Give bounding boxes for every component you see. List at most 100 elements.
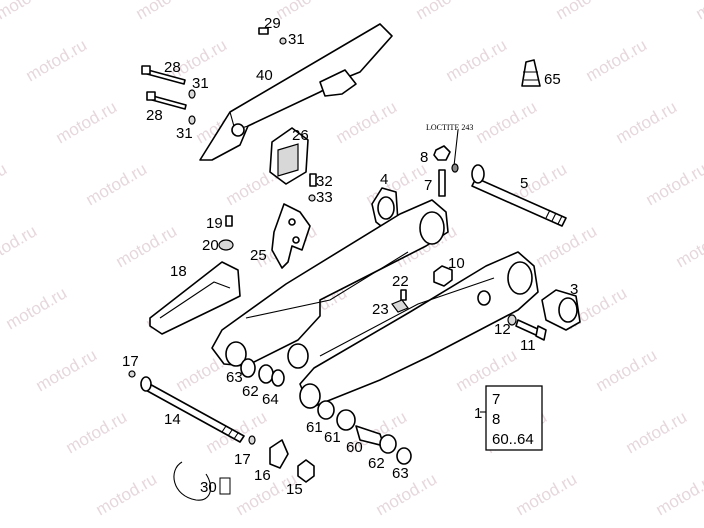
watermark-text: motod.ru (593, 345, 661, 395)
screw-28-upper (141, 65, 186, 85)
chain-guard (199, 23, 393, 161)
loctite-drop (451, 163, 459, 173)
watermark-text: motod.ru (3, 283, 71, 333)
pivot-axle-14 (140, 376, 245, 443)
callout-30-box (219, 477, 231, 495)
washer-20 (218, 239, 234, 251)
bushing-63-left (240, 358, 256, 378)
watermark-text: motod.ru (53, 97, 121, 147)
watermark-text: motod.ru (0, 0, 60, 23)
watermark-text: motod.ru (693, 0, 704, 23)
callout-17-b: 17 (234, 451, 251, 468)
bushing-61-b (336, 409, 356, 431)
watermark-text: motod.ru (133, 0, 201, 23)
callout-3: 3 (570, 281, 578, 298)
watermark-text: motod.ru (0, 159, 10, 209)
watermark-text: motod.ru (0, 221, 40, 271)
watermark-text: motod.ru (653, 469, 704, 519)
watermark-text: motod.ru (413, 0, 481, 23)
watermark-text: motod.ru (273, 0, 341, 23)
watermark-text: motod.ru (333, 97, 401, 147)
kit-item-2: 8 (492, 411, 500, 428)
washer-33 (308, 194, 316, 202)
stud-7 (438, 169, 446, 197)
callout-23: 23 (372, 301, 389, 318)
callout-32: 32 (316, 173, 333, 190)
callout-61-b: 61 (324, 429, 341, 446)
clip-23 (391, 299, 409, 313)
loctite-note: LOCTITE 243 (426, 123, 473, 132)
kit-item-1: 7 (492, 391, 500, 408)
grease-nipple-17a (128, 370, 136, 378)
watermark-text: motod.ru (533, 221, 601, 271)
ring-12 (507, 314, 517, 326)
watermark-text: motod.ru (553, 0, 621, 23)
watermark-text: motod.ru (623, 407, 691, 457)
grease-nipple-17b (248, 435, 256, 445)
callout-19: 19 (206, 215, 223, 232)
watermark-text: motod.ru (673, 221, 704, 271)
callout-25: 25 (250, 247, 267, 264)
callout-31-c: 31 (176, 125, 193, 142)
bracket-25 (271, 203, 311, 269)
callout-63-b: 63 (392, 465, 409, 482)
bolt-11 (515, 319, 547, 341)
kit-box (485, 385, 543, 451)
swingarm (211, 199, 539, 409)
bushing-63-right (396, 447, 412, 465)
watermark-text: motod.ru (443, 35, 511, 85)
callout-8: 8 (420, 149, 428, 166)
washer-31-b (188, 89, 196, 99)
screw-29 (258, 27, 269, 35)
watermark-text: motod.ru (33, 345, 101, 395)
callout-30: 30 (200, 479, 217, 496)
watermark-text: motod.ru (93, 469, 161, 519)
watermark-text: motod.ru (513, 469, 581, 519)
chain-slider-block (269, 127, 309, 185)
washer-31-a (279, 37, 287, 45)
callout-60: 60 (346, 439, 363, 456)
bushing-62-left (258, 364, 274, 384)
callout-62-a: 62 (242, 383, 259, 400)
callout-31-b: 31 (192, 75, 209, 92)
callout-33: 33 (316, 189, 333, 206)
watermark-text: motod.ru (473, 97, 541, 147)
watermark-text: motod.ru (83, 159, 151, 209)
loctite-leader (453, 129, 459, 167)
callout-7: 7 (424, 177, 432, 194)
swingarm-axle (471, 164, 567, 227)
callout-16: 16 (254, 467, 271, 484)
callout-40: 40 (256, 67, 273, 84)
callout-18: 18 (170, 263, 187, 280)
callout-12: 12 (494, 321, 511, 338)
washer-31-c (188, 115, 196, 125)
kit-label: 1 (474, 405, 482, 422)
bearing-3 (541, 289, 581, 331)
bolt-22 (400, 289, 407, 301)
callout-28-a: 28 (164, 59, 181, 76)
screw-19 (225, 215, 233, 227)
plate-16 (269, 439, 289, 469)
callout-17-a: 17 (122, 353, 139, 370)
nut-15 (297, 459, 315, 483)
watermark-text: motod.ru (613, 97, 681, 147)
callout-11: 11 (520, 337, 536, 354)
chain-slider-18 (149, 261, 241, 335)
callout-15: 15 (286, 481, 303, 498)
bushing-61-a (317, 400, 335, 420)
callout-62-b: 62 (368, 455, 385, 472)
bolt-32 (309, 173, 317, 187)
watermark-text: motod.ru (23, 35, 91, 85)
nut-8 (433, 145, 451, 161)
bushing-62-right (379, 434, 397, 454)
callout-29: 29 (264, 15, 281, 32)
watermark-text: motod.ru (583, 35, 651, 85)
bushing-64 (271, 369, 285, 387)
callout-22: 22 (392, 273, 409, 290)
callout-65: 65 (544, 71, 561, 88)
hose-clamp-30 (173, 461, 212, 501)
callout-28-b: 28 (146, 107, 163, 124)
callout-20: 20 (202, 237, 219, 254)
callout-10: 10 (448, 255, 465, 272)
